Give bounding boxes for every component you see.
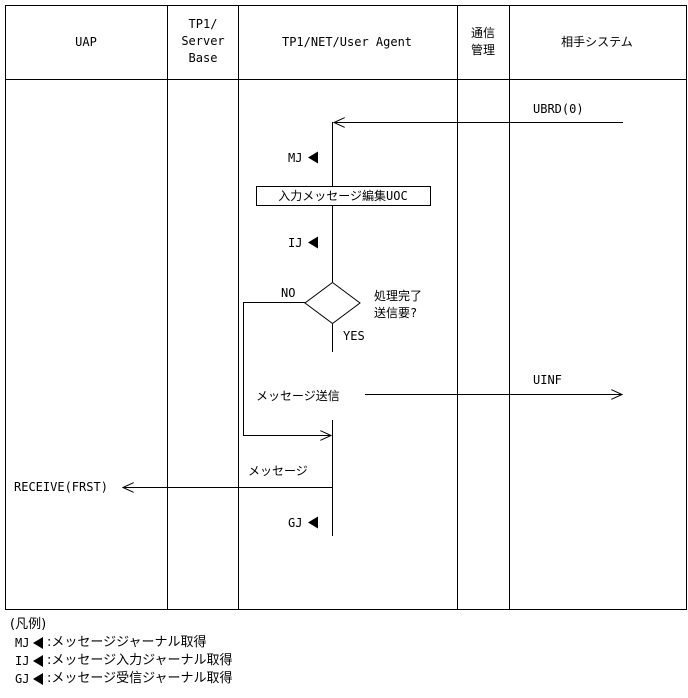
legend-code: MJ <box>15 636 30 650</box>
receive-label: RECEIVE(FRST) <box>14 480 108 494</box>
no-branch-path <box>243 302 332 436</box>
header-user-agent: TP1/NET/User Agent <box>282 35 412 49</box>
legend-text: :メッセージ入力ジャーナル取得 <box>47 653 233 668</box>
legend-code: IJ <box>15 654 30 668</box>
mj-journal-icon <box>308 151 318 164</box>
header-server-base-2: Server <box>181 34 224 48</box>
header-server-base-3: Base <box>189 51 218 65</box>
ij-label: IJ <box>288 236 302 250</box>
journal-triangle-icon <box>33 655 43 667</box>
legend-item-gj: GJ :メッセージ受信ジャーナル取得 <box>10 670 232 688</box>
uoc-box <box>256 186 431 206</box>
legend-text: :メッセージジャーナル取得 <box>47 635 207 650</box>
legend-text: :メッセージ受信ジャーナル取得 <box>47 671 233 686</box>
header-comm-2: 管理 <box>471 42 495 57</box>
header-comm-1: 通信 <box>471 26 495 40</box>
uinf-label: UINF <box>533 373 562 387</box>
gj-label: GJ <box>288 516 302 530</box>
no-label: NO <box>281 286 295 300</box>
decision-diamond <box>304 281 361 325</box>
ubrd-label: UBRD(0) <box>533 102 584 116</box>
header-partner: 相手システム <box>561 35 633 49</box>
journal-triangle-icon <box>33 637 43 649</box>
legend-item-ij: IJ :メッセージ入力ジャーナル取得 <box>10 652 232 670</box>
mj-label: MJ <box>288 151 302 165</box>
send-message-label: メッセージ送信 <box>256 388 340 403</box>
decision-label-2: 送信要? <box>374 305 417 320</box>
legend-item-mj: MJ :メッセージジャーナル取得 <box>10 634 232 652</box>
message-label: メッセージ <box>248 464 308 478</box>
yes-label: YES <box>343 329 365 343</box>
ij-journal-icon <box>308 236 318 249</box>
flow-diagram: UAP TP1/ Server Base TP1/NET/User Agent … <box>5 5 687 610</box>
table-frame <box>5 5 687 610</box>
legend: (凡例) MJ :メッセージジャーナル取得 IJ :メッセージ入力ジャーナル取得… <box>10 616 232 688</box>
legend-code: GJ <box>15 672 30 686</box>
decision-label-1: 処理完了 <box>374 288 422 303</box>
gj-journal-icon <box>308 516 318 529</box>
header-uap: UAP <box>75 35 97 49</box>
uoc-box-label: 入力メッセージ編集UOC <box>278 188 407 203</box>
legend-title: (凡例) <box>10 617 47 632</box>
header-server-base-1: TP1/ <box>189 17 218 31</box>
journal-triangle-icon <box>33 673 43 685</box>
